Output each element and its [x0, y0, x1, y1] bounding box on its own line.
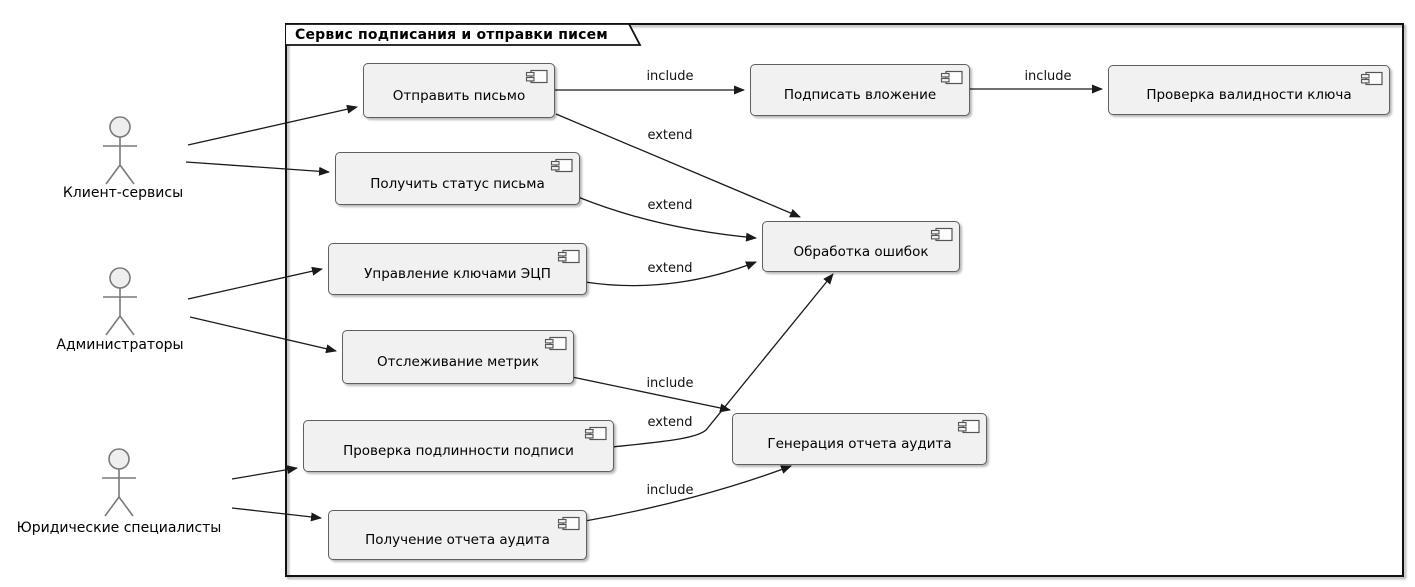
relation-getaudit-genaudit-include [584, 465, 792, 522]
component-icon [549, 157, 574, 175]
usecase-get-letter-status: Получить статус письма [335, 152, 580, 205]
usecase-label: Управление ключами ЭЦП [364, 266, 551, 282]
association-client-send [187, 104, 358, 146]
component-icon [929, 226, 954, 244]
usecase-label: Отправить письмо [392, 87, 526, 104]
actor-label-administrators: Администраторы [56, 337, 184, 353]
frame-title: Сервис подписания и отправки писем [295, 27, 608, 43]
usecase-audit-report-generation: Генерация отчета аудита [732, 413, 987, 465]
usecase-label: Проверка валидности ключа [1146, 87, 1352, 103]
relation-label-extend: extend [647, 415, 693, 430]
usecase-signature-authenticity-check: Проверка подлинности подписи [303, 420, 614, 472]
relation-label-include: include [646, 376, 694, 391]
association-legal-audit [231, 507, 322, 522]
actor-label-client-services: Клиент-сервисы [62, 185, 184, 201]
usecase-send-letter: Отправить письмо [363, 63, 555, 118]
component-icon [1359, 70, 1384, 88]
relation-metrics-audit-include [571, 376, 731, 413]
association-client-status [185, 161, 330, 176]
association-admin-keys [187, 266, 323, 300]
usecase-label: Обработка ошибок [793, 243, 929, 260]
relation-label-extend: extend [647, 198, 693, 213]
usecase-label: Получение отчета аудита [365, 532, 550, 548]
association-admin-metrics [189, 316, 337, 354]
usecase-label: Проверка подлинности подписи [343, 443, 574, 459]
association-lines [185, 104, 358, 522]
relation-verify-errors-extend [611, 273, 834, 448]
component-icon [556, 248, 581, 266]
usecase-label: Отслеживание метрик [376, 354, 540, 370]
relation-lines [553, 84, 1103, 522]
usecase-error-handling: Обработка ошибок [762, 221, 960, 272]
usecase-metrics-tracking: Отслеживание метрик [342, 330, 574, 384]
actor-label-legal-specialists: Юридические специалисты [16, 520, 222, 536]
component-icon [956, 418, 981, 436]
relation-label-include: include [646, 483, 694, 498]
usecase-sign-attachment: Подписать вложение [750, 64, 970, 116]
actor-figure-legal-specialists [102, 448, 136, 517]
relation-label-extend: extend [647, 261, 693, 276]
component-icon [939, 69, 964, 87]
usecase-label: Подписать вложение [783, 87, 937, 103]
frame-title-tab [286, 23, 642, 46]
component-icon [524, 68, 549, 86]
component-icon [583, 425, 608, 443]
component-icon [556, 515, 581, 533]
relation-status-errors-extend [577, 196, 757, 242]
actor-figure-administrators [103, 267, 137, 336]
relation-label-include: include [1024, 69, 1072, 84]
actor-figure-client-services [103, 116, 137, 185]
usecase-audit-report-retrieval: Получение отчета аудита [328, 510, 587, 560]
usecase-key-validity-check: Проверка валидности ключа [1108, 65, 1390, 115]
usecase-label: Получить статус письма [370, 175, 545, 192]
relation-label-include: include [646, 69, 694, 84]
association-legal-verify [231, 465, 298, 480]
frame-outline [285, 23, 1404, 577]
relation-send-errors-extend [555, 113, 801, 218]
relation-keys-errors-extend [584, 261, 757, 287]
component-icon [543, 335, 568, 353]
relation-label-extend: extend [647, 128, 693, 143]
usecase-label: Генерация отчета аудита [767, 436, 952, 452]
usecase-manage-keys: Управление ключами ЭЦП [328, 243, 587, 295]
